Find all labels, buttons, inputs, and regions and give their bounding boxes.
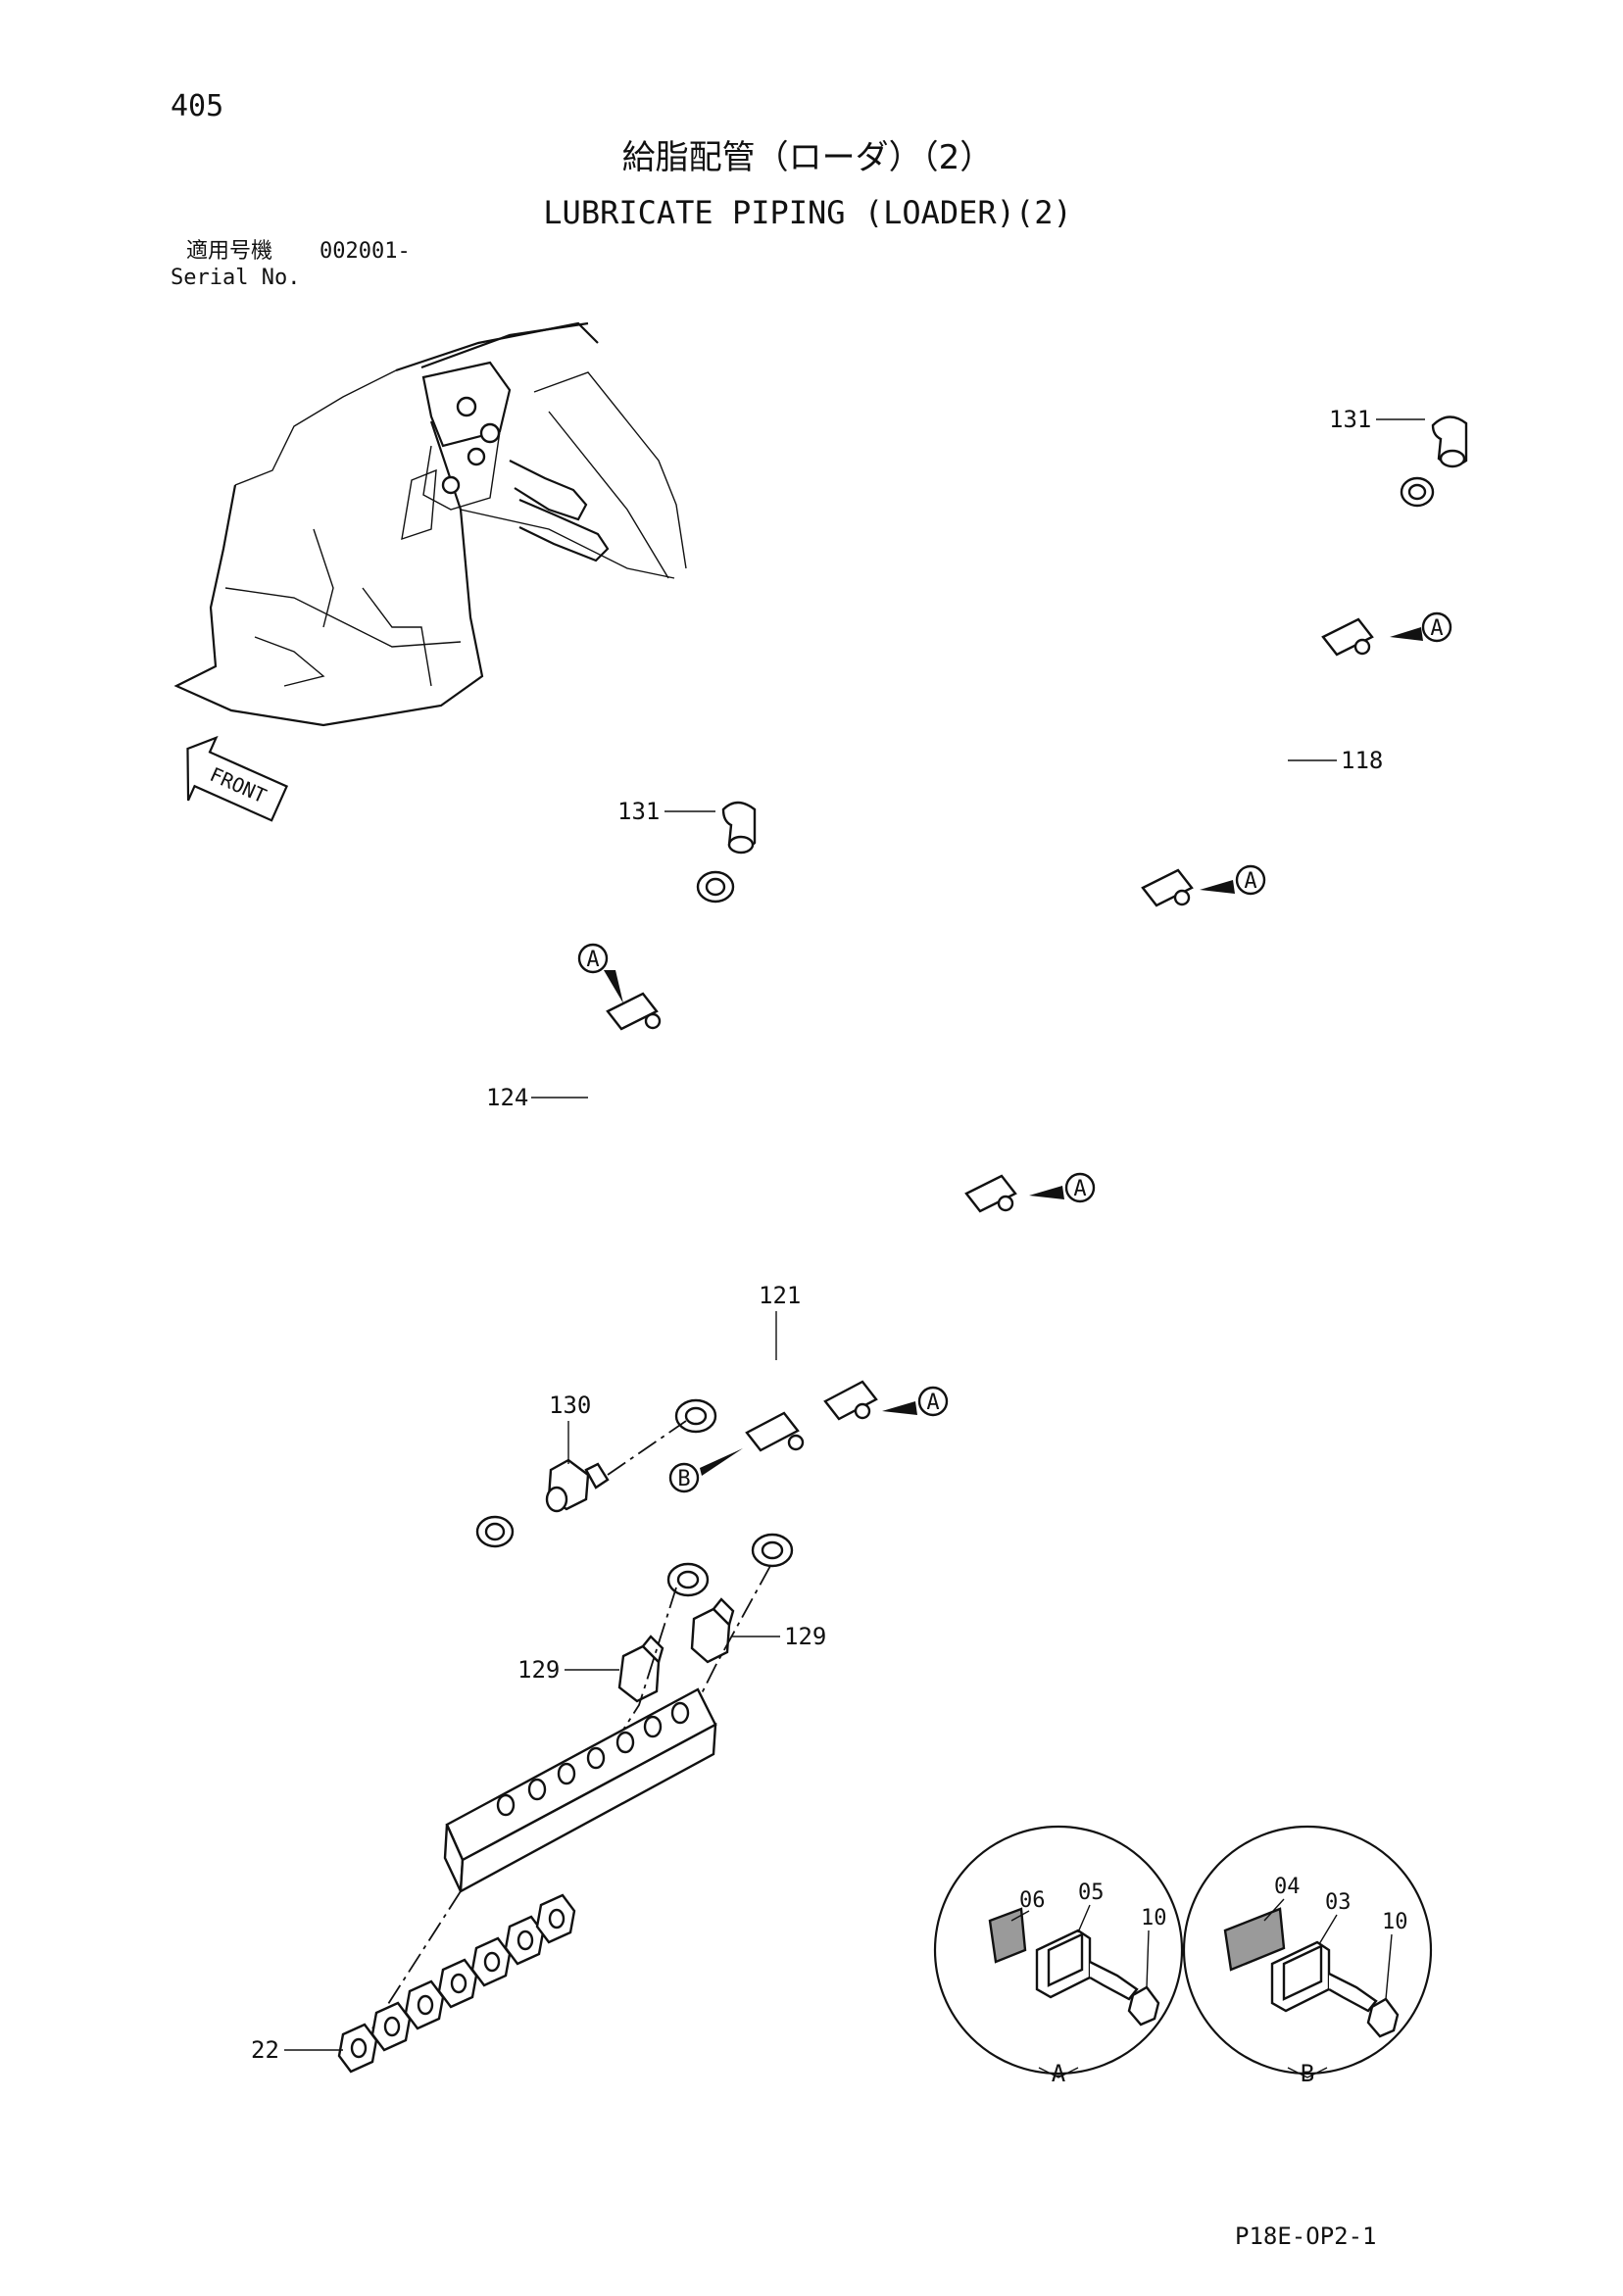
callout-129-right: 129 [731,1623,826,1650]
pipe-118 [837,476,1435,1456]
leader-129-right [675,1565,771,1745]
loader-bucket-illustration [173,321,687,727]
adapter-130 [545,1458,610,1513]
svg-text:124: 124 [486,1084,528,1111]
marker-a-4-label: A [926,1391,939,1415]
leader-130 [607,1420,687,1476]
callout-124: 124 [486,1084,588,1111]
front-arrow-label: FRONT [207,762,270,807]
callout-131-left: 131 [617,798,715,825]
serial-label-en: Serial No. [171,266,300,290]
pipe-124 [337,870,735,1603]
grease-manifold [443,1687,717,1894]
callout-129-left: 129 [517,1656,619,1684]
marker-a-2-label: A [1244,869,1256,894]
detail-b-label: B [1301,2060,1314,2087]
marker-b-label: B [677,1467,690,1491]
detail-b-part-2: 03 [1325,1890,1352,1915]
clamp-a-3 [964,1174,1017,1213]
marker-a-5-label: A [586,948,599,972]
detail-a-part-1: 06 [1019,1888,1046,1913]
detail-b-pad [1223,1907,1286,1972]
callout-22: 22 [251,2036,343,2064]
callout-131-top: 131 [1329,406,1425,433]
page-number: 405 [171,89,223,123]
clamp-a-2 [1141,868,1194,907]
serial-value: 002001- [320,239,411,264]
pipe-118-lower-end [751,1444,849,1568]
svg-text:130: 130 [549,1392,591,1419]
front-direction-arrow: FRONT [186,735,289,822]
detail-a-label: A [1052,2060,1066,2087]
callout-118: 118 [1288,747,1383,774]
page-title-jp: 給脂配管（ローダ）（2） [622,138,994,177]
marker-a-5: A [577,943,623,1003]
svg-text:22: 22 [251,2036,279,2064]
clamp-b [745,1411,805,1452]
svg-text:131: 131 [617,798,660,825]
svg-text:129: 129 [517,1656,560,1684]
callout-121: 121 [759,1282,801,1360]
marker-a-2: A [1200,864,1266,896]
detail-a-part-2: 05 [1078,1881,1105,1905]
marker-a-3: A [1029,1172,1096,1203]
pipe-121 [666,1347,815,1597]
adapter-129-right [690,1597,735,1664]
clamp-a-4 [823,1380,878,1421]
serial-label-jp: 適用号機 [186,239,272,264]
detail-b-part-1: 04 [1274,1875,1301,1899]
detail-view-b: 04 03 10 B [1182,1825,1433,2087]
marker-a-4: A [882,1386,949,1417]
callout-130: 130 [549,1392,591,1464]
marker-a-1-label: A [1430,616,1443,641]
svg-text:121: 121 [759,1282,801,1309]
leader-manifold-to-22 [371,1890,462,2029]
marker-b: B [668,1448,743,1493]
clamp-a-5 [606,992,662,1031]
drawing-code: P18E-OP2-1 [1235,2223,1377,2250]
svg-text:118: 118 [1341,747,1383,774]
svg-text:131: 131 [1329,406,1371,433]
adapter-129-left [617,1635,664,1703]
marker-a-1: A [1390,611,1452,643]
elbow-131-left [721,801,757,855]
clamp-a-1 [1321,617,1374,657]
detail-a-pad [988,1907,1027,1964]
detail-view-a: 06 05 10 A [933,1825,1184,2087]
detail-b-part-3: 10 [1382,1910,1408,1934]
page-title-en: LUBRICATE PIPING (LOADER)(2) [543,194,1071,231]
detail-a-part-3: 10 [1141,1906,1167,1930]
svg-text:129: 129 [784,1623,826,1650]
marker-a-3-label: A [1073,1177,1086,1201]
grease-nipples-22 [337,1893,576,2074]
elbow-131-top [1431,415,1468,468]
